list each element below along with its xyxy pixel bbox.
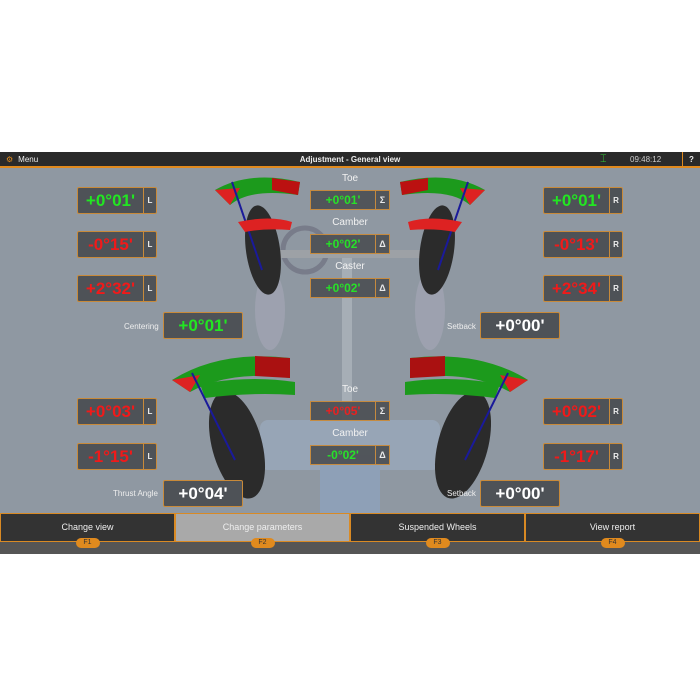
value: +2°34' (551, 279, 602, 298)
side-label: R (609, 399, 622, 424)
front-camber-label: Camber (332, 217, 368, 228)
front-right-camber: -0°13' R (543, 231, 623, 258)
value: +0°00' (495, 484, 545, 503)
value: +0°01' (325, 193, 361, 207)
rear-camber-diff: -0°02' Δ (310, 445, 390, 465)
front-left-camber: -0°15' L (77, 231, 157, 258)
front-left-caster: +2°32' L (77, 275, 157, 302)
clock: 09:48:12 (630, 155, 662, 164)
rear-left-toe: +0°03' L (77, 398, 157, 425)
window-title: Adjustment - General view (299, 155, 401, 164)
key-badge: F3 (425, 538, 450, 548)
front-toe-label: Toe (341, 173, 359, 184)
alignment-screen: ⚙ Menu Adjustment - General view ⌶ 09:48:… (0, 152, 700, 554)
front-caster-diff: +0°02' Δ (310, 278, 390, 298)
value: -1°15' (88, 447, 133, 466)
centering-label: Centering (124, 322, 159, 331)
front-camber-diff: +0°02' Δ (310, 234, 390, 254)
delta-icon: Δ (375, 279, 389, 297)
menu-label: Menu (18, 155, 39, 164)
label: Suspended Wheels (398, 522, 477, 532)
value: -1°17' (554, 447, 599, 466)
front-left-toe: +0°01' L (77, 187, 157, 214)
front-caster-label: Caster (335, 261, 365, 272)
rear-left-wheel (172, 356, 295, 499)
rear-right-toe: +0°02' R (543, 398, 623, 425)
menu-button[interactable]: ⚙ Menu (6, 155, 38, 164)
thrust-angle-value: +0°04' (163, 480, 243, 507)
rear-right-camber: -1°17' R (543, 443, 623, 470)
side-label: L (143, 399, 156, 424)
side-label: L (143, 232, 156, 257)
key-badge: F4 (600, 538, 625, 548)
logo-icon: ⚙ (6, 155, 14, 164)
value: +0°01' (85, 191, 136, 210)
side-label: L (143, 188, 156, 213)
value: +2°32' (85, 279, 136, 298)
value: +0°01' (551, 191, 602, 210)
front-setback-label: Setback (447, 322, 476, 331)
label: Change parameters (222, 522, 303, 532)
value: +0°01' (178, 316, 228, 335)
side-label: L (143, 276, 156, 301)
side-label: R (609, 276, 622, 301)
rear-left-camber: -1°15' L (77, 443, 157, 470)
value: +0°02' (325, 281, 361, 295)
rear-toe-label: Toe (341, 384, 359, 395)
sigma-icon: Σ (375, 402, 389, 420)
rear-right-wheel (405, 356, 528, 499)
rear-setback-label: Setback (447, 489, 476, 498)
value: +0°04' (178, 484, 228, 503)
value: +0°03' (85, 402, 136, 421)
help-button[interactable]: ? (682, 152, 700, 168)
value: +0°05' (325, 404, 361, 418)
value: -0°13' (554, 235, 599, 254)
rear-setback-value: +0°00' (480, 480, 560, 507)
side-label: R (609, 188, 622, 213)
value: -0°02' (327, 448, 359, 462)
front-setback-value: +0°00' (480, 312, 560, 339)
side-label: R (609, 444, 622, 469)
thrust-angle-label: Thrust Angle (113, 489, 158, 498)
key-badge: F1 (75, 538, 100, 548)
level-icon: ⌶ (600, 153, 607, 165)
delta-icon: Δ (375, 235, 389, 253)
rear-camber-label: Camber (332, 428, 368, 439)
front-left-wheel (215, 177, 300, 295)
key-badge: F2 (250, 538, 275, 548)
sigma-icon: Σ (375, 191, 389, 209)
front-right-wheel (400, 177, 485, 295)
label: Change view (61, 522, 114, 532)
vehicle-illustration (172, 177, 528, 513)
front-right-caster: +2°34' R (543, 275, 623, 302)
label: View report (589, 522, 636, 532)
front-right-toe: +0°01' R (543, 187, 623, 214)
bottom-strip (0, 542, 700, 554)
side-label: R (609, 232, 622, 257)
top-bar: ⚙ Menu Adjustment - General view ⌶ 09:48:… (0, 152, 700, 168)
delta-icon: Δ (375, 446, 389, 464)
rear-total-toe: +0°05' Σ (310, 401, 390, 421)
centering-value: +0°01' (163, 312, 243, 339)
value: +0°02' (325, 237, 361, 251)
value: -0°15' (88, 235, 133, 254)
value: +0°00' (495, 316, 545, 335)
front-total-toe: +0°01' Σ (310, 190, 390, 210)
side-label: L (143, 444, 156, 469)
value: +0°02' (551, 402, 602, 421)
